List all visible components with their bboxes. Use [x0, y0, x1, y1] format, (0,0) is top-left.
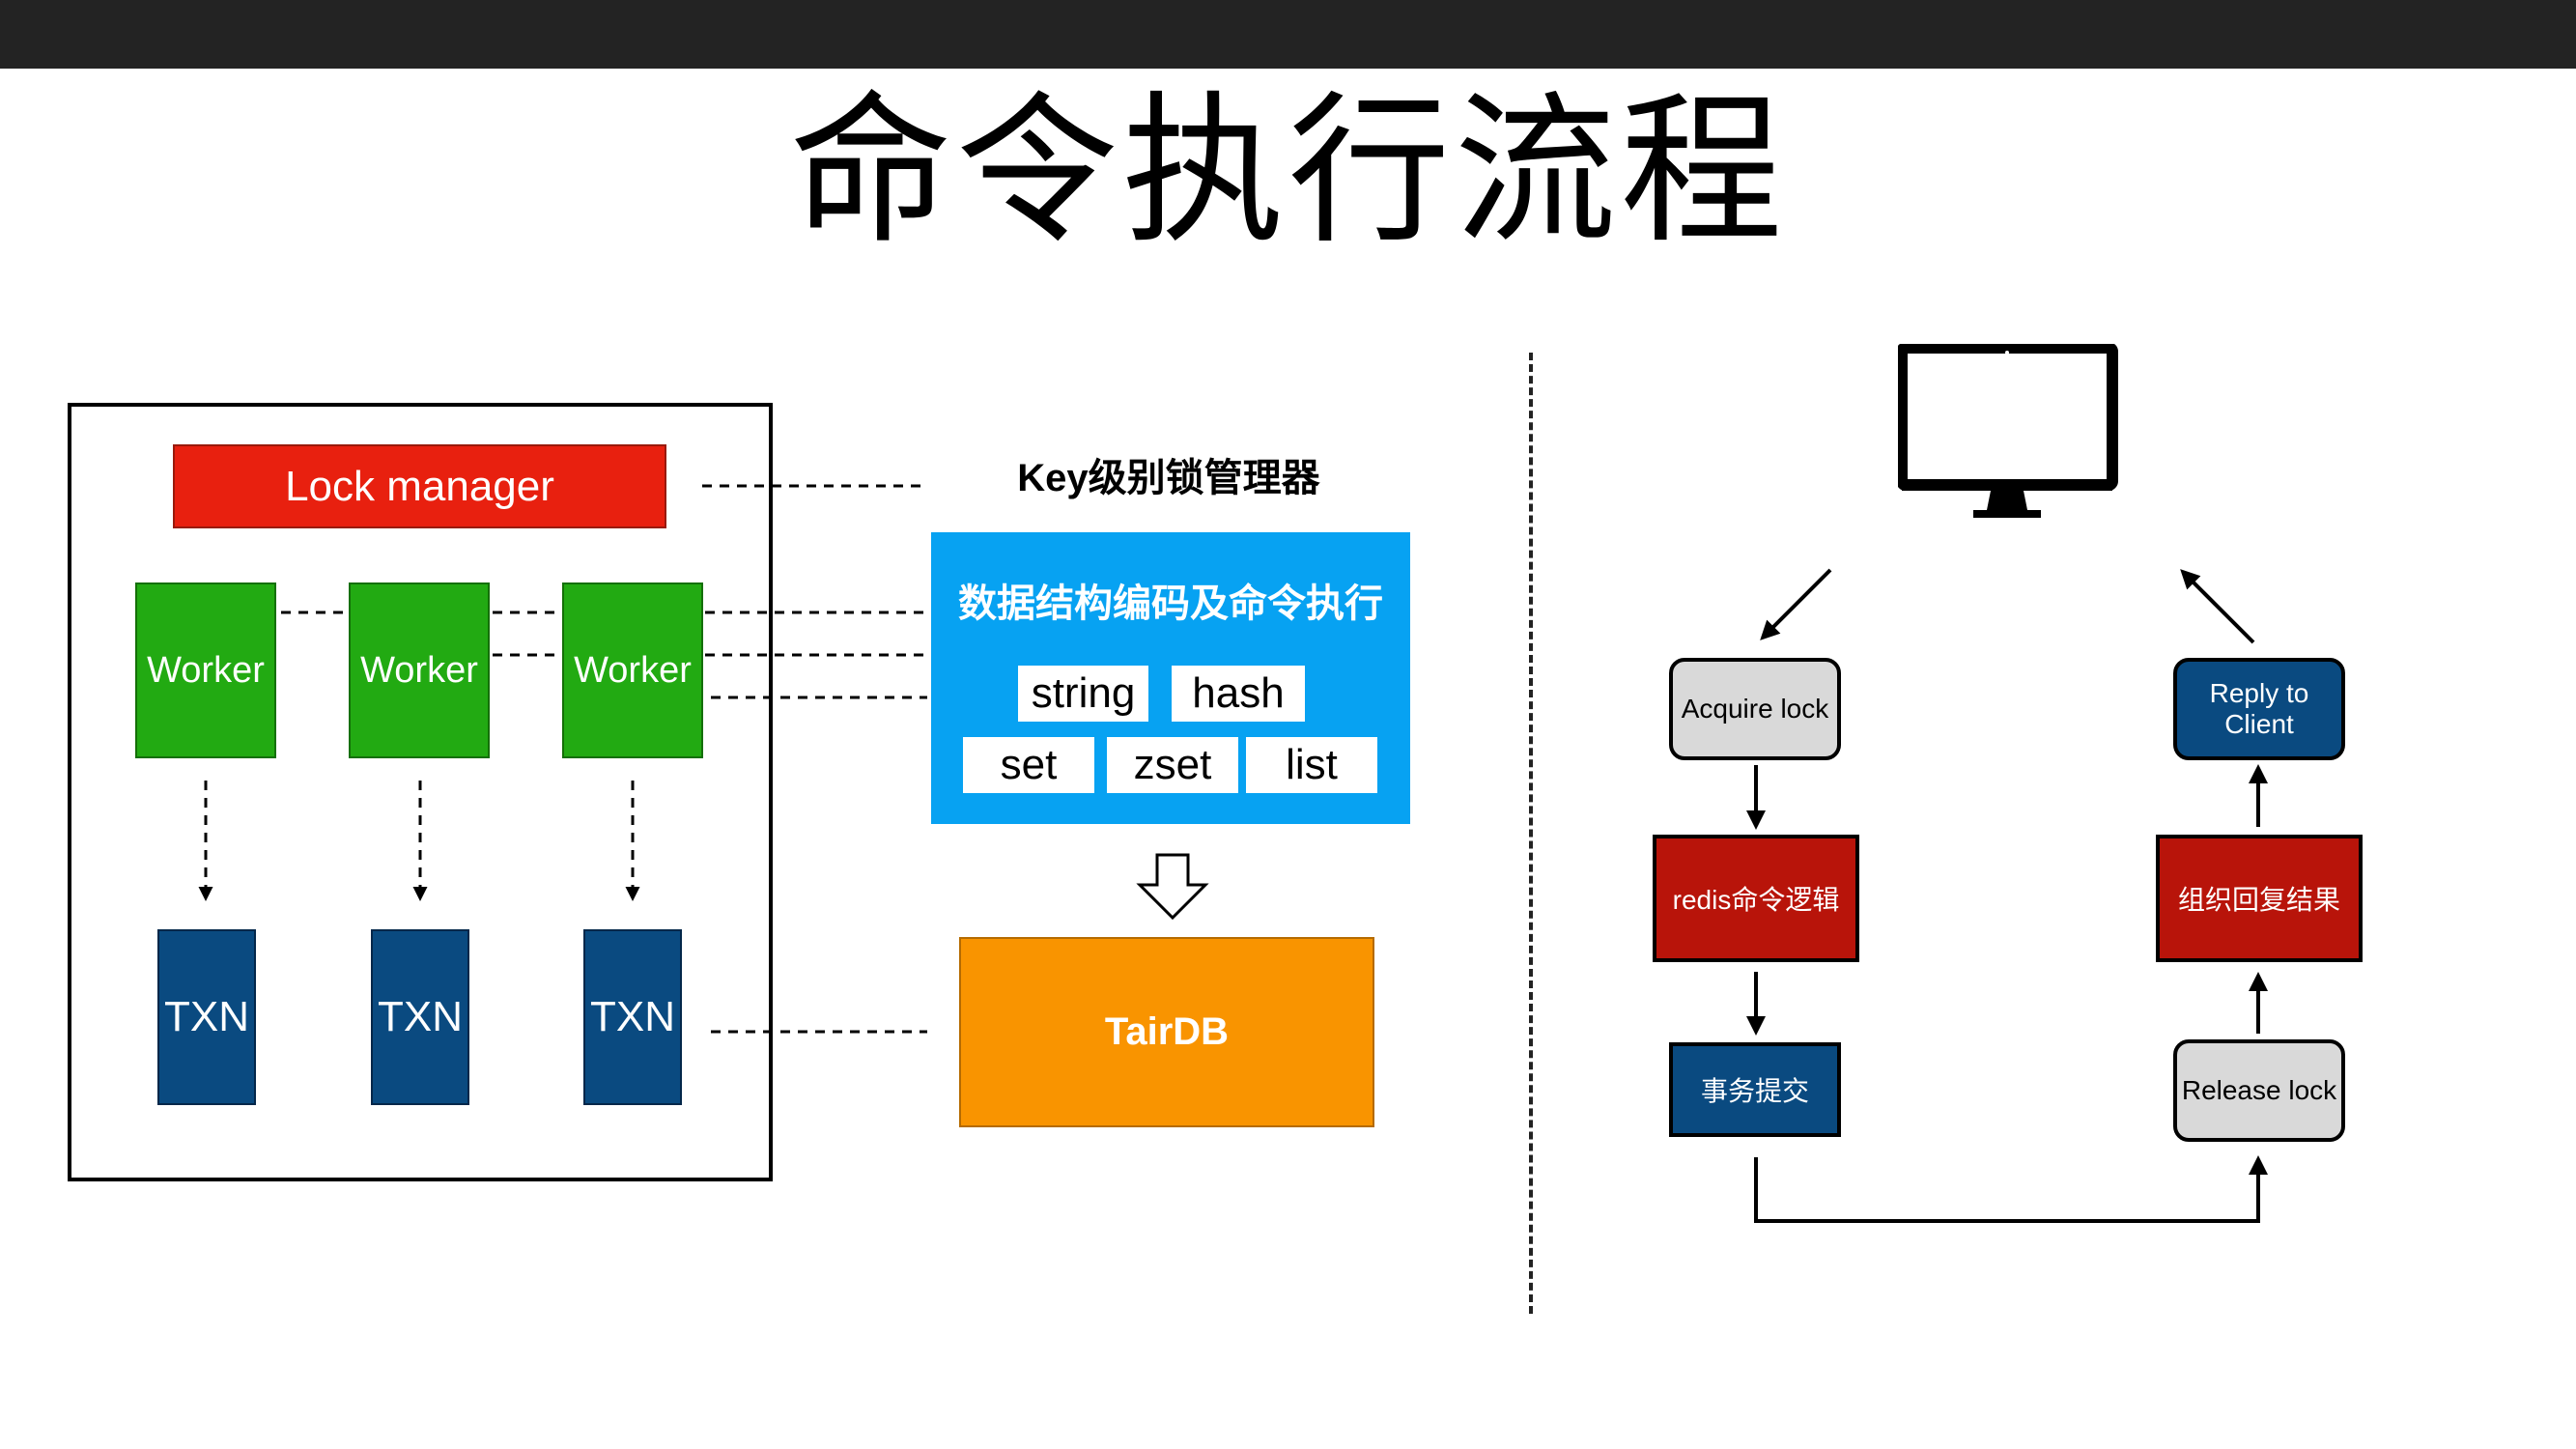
key-lock-manager-label: Key级别锁管理器: [1017, 457, 1320, 499]
computer-monitor-icon: [1896, 342, 2120, 527]
top-bar: [0, 0, 2576, 69]
reply-to-client-step: Reply to Client: [2173, 658, 2345, 760]
acquire-lock-step: Acquire lock: [1669, 658, 1841, 760]
txn-commit-step: 事务提交: [1669, 1042, 1841, 1137]
worker-box: Worker: [349, 582, 490, 758]
txn-box: TXN: [157, 929, 256, 1105]
txn-box: TXN: [583, 929, 682, 1105]
worker-box: Worker: [562, 582, 703, 758]
reply-line-2: Client: [2224, 709, 2294, 739]
type-chip-set: set: [963, 737, 1094, 793]
worker-pool-container: [68, 403, 773, 1181]
worker-box: Worker: [135, 582, 276, 758]
slide-title: 命令执行流程: [789, 76, 1787, 266]
build-reply-step: 组织回复结果: [2156, 835, 2363, 962]
hollow-down-arrow-icon: [1136, 853, 1209, 921]
type-chip-hash: hash: [1172, 666, 1305, 722]
execution-panel-title: 数据结构编码及命令执行: [958, 582, 1383, 625]
arrow-commit-to-release: [1754, 1155, 2268, 1223]
type-chip-list: list: [1246, 737, 1377, 793]
tairdb-box: TairDB: [959, 937, 1374, 1127]
arrow-reply-to-monitor: [2180, 569, 2255, 644]
lock-manager-box: Lock manager: [173, 444, 666, 528]
type-chip-string: string: [1018, 666, 1148, 722]
txn-box: TXN: [371, 929, 469, 1105]
release-lock-step: Release lock: [2173, 1039, 2345, 1142]
section-divider: [1529, 353, 1533, 1314]
type-chip-zset: zset: [1107, 737, 1238, 793]
reply-line-1: Reply to: [2209, 678, 2309, 708]
redis-logic-step: redis命令逻辑: [1653, 835, 1859, 962]
arrow-monitor-to-acquire: [1760, 568, 1832, 640]
